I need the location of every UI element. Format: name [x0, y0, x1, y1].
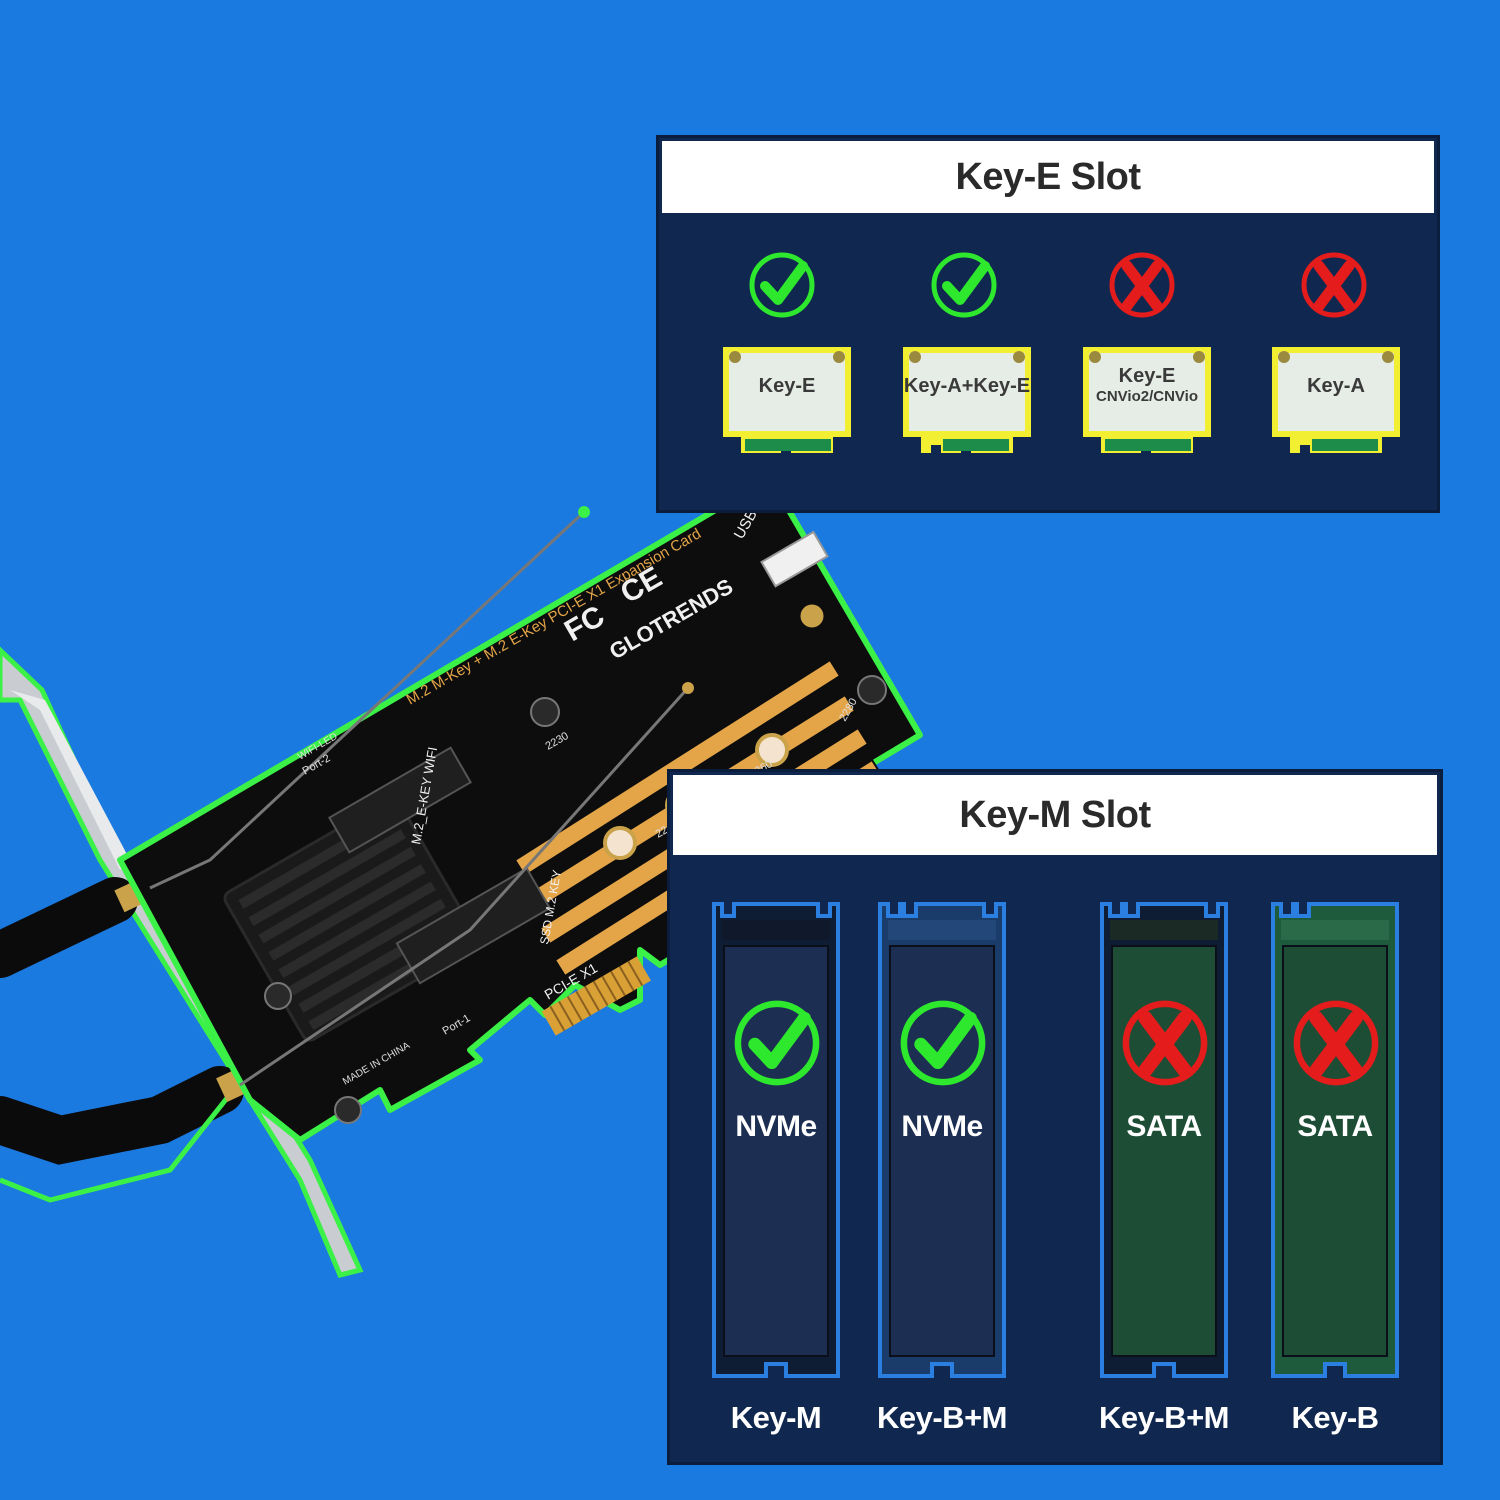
wifi-card-label: Key-E: [758, 375, 816, 397]
ssd-key-label: Key-B: [1291, 1400, 1379, 1435]
cross-icon: [1122, 1000, 1208, 1086]
ssd-sata-key-b: SATA: [1271, 900, 1399, 1380]
wifi-card-shape: [903, 347, 1031, 453]
wifi-heatsink: [223, 797, 479, 1042]
mounting-hole: [795, 599, 829, 633]
wifi-card-sublabel: CNVio2/CNVio: [1096, 388, 1198, 405]
wifi-card-key-a: Key-A: [1270, 345, 1402, 457]
board-screws: [264, 675, 887, 1124]
wifi-card-label: Key-A+Key-E: [903, 375, 1031, 397]
key-e-slot-panel: Key-E Slot: [656, 135, 1440, 513]
antenna-upper: [0, 877, 152, 978]
ssd-nvme-key-b-m: NVMe: [878, 900, 1006, 1380]
ssd-nvme-key-m: NVMe: [712, 900, 840, 1380]
ssd-type-label: NVMe: [735, 1110, 817, 1143]
antenna-lower: [0, 1064, 258, 1203]
check-icon: [900, 1000, 986, 1086]
wifi-card-shape: [1083, 347, 1211, 453]
wifi-card-key-e-cnvio: Key-E CNVio2/CNVio: [1081, 345, 1213, 457]
ssd-key-label: Key-M: [730, 1400, 822, 1435]
ssd-type-label: SATA: [1297, 1110, 1373, 1143]
check-icon: [931, 252, 997, 318]
wifi-card-label-main: Key-E: [1118, 365, 1176, 387]
wifi-card-label: Key-A: [1307, 375, 1365, 397]
wifi-card-shape: [1272, 347, 1400, 453]
cross-icon: [1109, 252, 1175, 318]
key-m-panel-title: Key-M Slot: [673, 775, 1437, 855]
m2-e-key-slot: [328, 746, 472, 854]
key-e-panel-title: Key-E Slot: [662, 141, 1434, 213]
ssd-type-label: SATA: [1126, 1110, 1202, 1143]
cross-icon: [1293, 1000, 1379, 1086]
wifi-card-key-a-e: Key-A+Key-E: [901, 345, 1033, 457]
ssd-key-label: Key-B+M: [876, 1400, 1008, 1435]
wifi-card-key-e: Key-E: [721, 345, 853, 457]
cross-icon: [1301, 252, 1367, 318]
pcie-gold-fingers: [541, 956, 651, 1036]
antenna-cables: [149, 506, 694, 1087]
ssd-type-label: NVMe: [901, 1110, 983, 1143]
check-icon: [734, 1000, 820, 1086]
wifi-card-label: Key-E CNVio2/CNVio: [1081, 365, 1213, 407]
usb-header: [760, 530, 829, 588]
ssd-sata-key-b-m: SATA: [1100, 900, 1228, 1380]
ssd-key-label: Key-B+M: [1098, 1400, 1230, 1435]
wifi-card-shape: [723, 347, 851, 453]
check-icon: [749, 252, 815, 318]
